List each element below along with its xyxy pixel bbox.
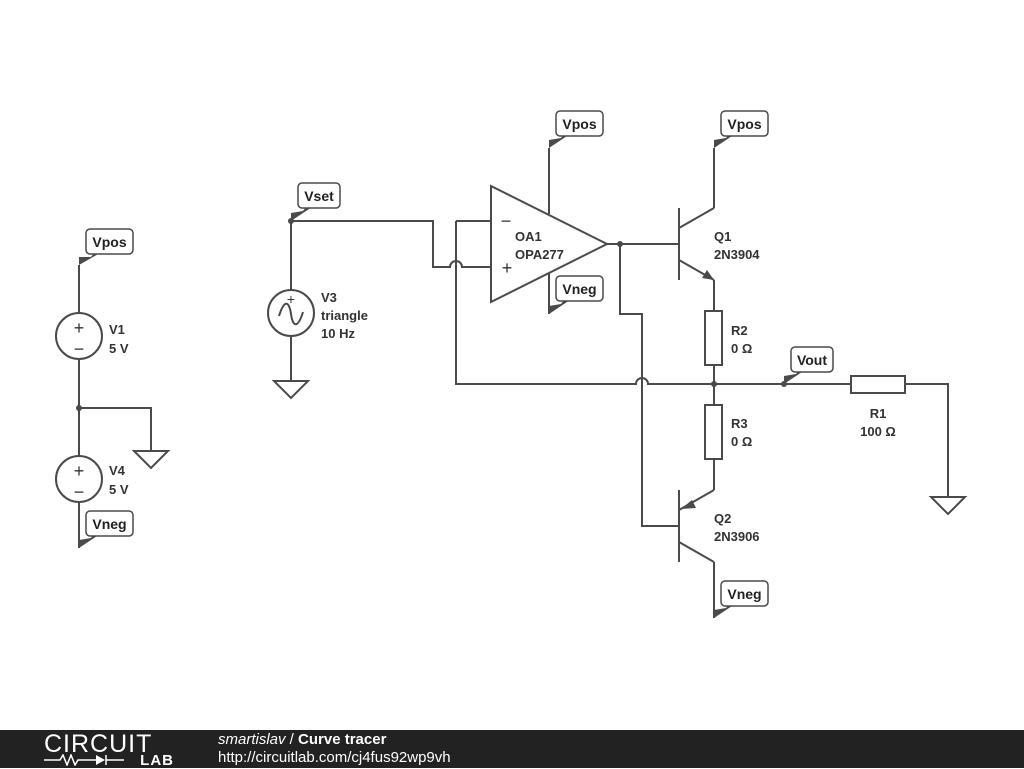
q2-collector (678, 541, 715, 563)
net-label-vneg-opamp[interactable]: Vneg (549, 275, 604, 314)
footer-bar: CIRCUIT LAB smartislav / Curve tracer ht… (0, 730, 1024, 769)
v3-value: 10 Hz (321, 326, 355, 341)
r1-body-icon (850, 375, 906, 394)
opamp-section: − + OA1 OPA277 Vpos Vneg (291, 110, 714, 527)
svg-text:Vneg: Vneg (562, 281, 596, 297)
ground-r1-icon (928, 496, 968, 516)
v4-source-icon[interactable] (55, 455, 103, 503)
resistor-r1[interactable]: R1 100 Ω (850, 375, 906, 439)
oa1-part: OPA277 (515, 247, 564, 262)
svg-text:Vpos: Vpos (92, 234, 126, 250)
v4-minus-sign: − (74, 482, 85, 502)
svg-text:Vneg: Vneg (92, 516, 126, 532)
v4-name: V4 (109, 463, 126, 478)
r3-value: 0 Ω (731, 434, 752, 449)
r3-body-icon (704, 404, 723, 460)
v1-name: V1 (109, 322, 125, 337)
resistor-r2[interactable]: R2 0 Ω (704, 280, 752, 384)
supply-sources: + − V1 5 V + − V4 5 V Vpos Vneg (55, 228, 171, 548)
q1-part: 2N3904 (714, 247, 760, 262)
logo-text-lab: LAB (140, 752, 174, 769)
schematic-canvas: + − V1 5 V + − V4 5 V Vpos Vneg + V3 tri… (55, 110, 968, 618)
circuit-title: Curve tracer (298, 731, 387, 748)
ground-v3-icon (271, 380, 311, 400)
v4-plus-sign: + (74, 461, 85, 481)
v1-plus-sign: + (74, 318, 85, 338)
wire-output-q2-base (619, 244, 679, 527)
q2-name: Q2 (714, 511, 731, 526)
net-label-vpos-left[interactable]: Vpos (79, 228, 134, 265)
q1-collector (678, 207, 715, 229)
net-label-vout[interactable]: Vout (784, 346, 834, 384)
q2-part: 2N3906 (714, 529, 760, 544)
load-section (714, 381, 968, 516)
triangle-source-section: + V3 triangle 10 Hz Vset (267, 182, 368, 400)
svg-text:Vset: Vset (304, 188, 334, 204)
wire-vset-plus-input (291, 220, 491, 268)
svg-text:Vneg: Vneg (727, 586, 761, 602)
net-label-vpos-opamp[interactable]: Vpos (549, 110, 604, 148)
footer-separator: / (285, 731, 299, 748)
net-label-vpos-q1[interactable]: Vpos (714, 110, 769, 148)
net-label-vset[interactable]: Vset (291, 182, 341, 221)
v3-name: V3 (321, 290, 337, 305)
footer-info: smartislav / Curve tracer http://circuit… (218, 731, 451, 767)
r2-value: 0 Ω (731, 341, 752, 356)
author-link[interactable]: smartislav (218, 731, 286, 748)
v4-value: 5 V (109, 482, 129, 497)
ground-left-icon (131, 450, 171, 470)
transistor-q2[interactable]: Q2 2N3906 (678, 489, 760, 618)
q2-emitter-arrow-icon (681, 500, 696, 509)
junction-dot (617, 241, 623, 247)
transistor-q1[interactable]: Q1 2N3904 (678, 148, 760, 281)
v1-source-icon[interactable] (55, 312, 103, 360)
v1-value: 5 V (109, 341, 129, 356)
q1-emitter-arrow-icon (702, 270, 714, 280)
oa1-name: OA1 (515, 229, 542, 244)
v3-type: triangle (321, 308, 368, 323)
svg-text:Vpos: Vpos (562, 116, 596, 132)
r1-value: 100 Ω (860, 424, 896, 439)
r2-body-icon (704, 310, 723, 366)
svg-text:Vpos: Vpos (727, 116, 761, 132)
opamp-plus-sign: + (502, 258, 513, 278)
q1-name: Q1 (714, 229, 731, 244)
opamp-minus-sign: − (501, 211, 512, 231)
circuitlab-logo[interactable]: CIRCUIT LAB (44, 730, 174, 769)
v3-plus-sign: + (287, 291, 295, 307)
v1-minus-sign: − (74, 339, 85, 359)
net-label-vneg-q2[interactable]: Vneg (714, 580, 769, 618)
wire-r1-ground (905, 383, 949, 497)
logo-waveform-icon (44, 754, 124, 766)
r3-name: R3 (731, 416, 748, 431)
r1-name: R1 (870, 406, 887, 421)
junction-dot (76, 405, 82, 411)
r2-name: R2 (731, 323, 748, 338)
resistor-r3[interactable]: R3 0 Ω (704, 384, 752, 490)
circuit-url-link[interactable]: http://circuitlab.com/cj4fus92wp9vh (218, 749, 451, 766)
v3-wave-icon (278, 302, 304, 326)
wire-ground-left (79, 407, 152, 451)
svg-text:Vout: Vout (797, 352, 827, 368)
logo-text-circuit: CIRCUIT (44, 730, 153, 758)
net-label-vneg-left[interactable]: Vneg (79, 510, 134, 548)
